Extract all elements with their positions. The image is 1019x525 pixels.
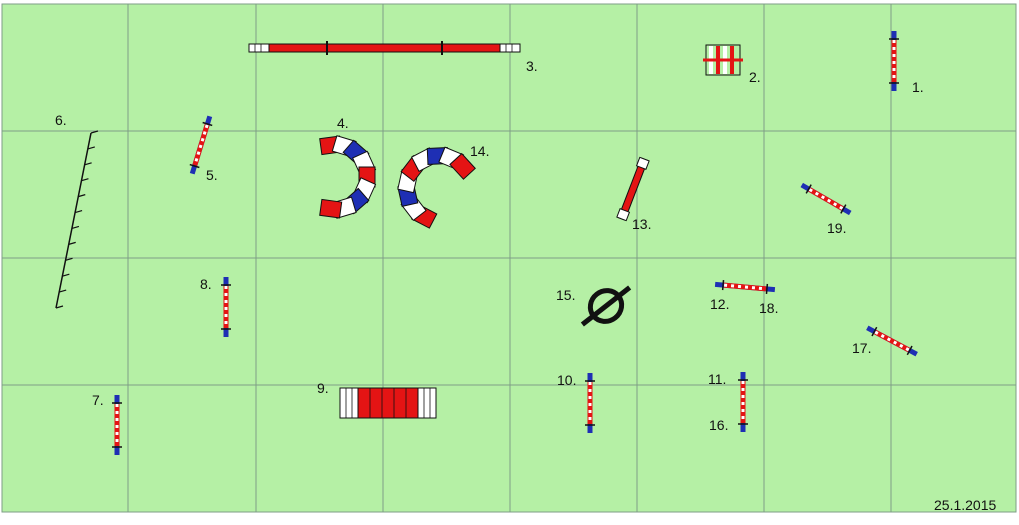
hurdle-shape bbox=[189, 115, 213, 175]
weave-pole bbox=[78, 194, 86, 198]
obstacle-2-hurdle bbox=[703, 44, 743, 76]
hurdle-shape bbox=[585, 373, 595, 433]
tunnel-segment bbox=[449, 152, 476, 180]
contact-zone bbox=[635, 156, 650, 170]
obstacle-7-hurdle bbox=[112, 395, 122, 455]
obstacle-17-hurdle bbox=[866, 325, 918, 357]
obstacle-3-dog-walk bbox=[248, 41, 521, 55]
hurdle-stand bbox=[805, 184, 812, 194]
hurdle-stand bbox=[840, 204, 847, 214]
label-3: 3. bbox=[526, 58, 538, 74]
hurdle-shape bbox=[112, 395, 122, 455]
label-11: 11. bbox=[708, 371, 726, 387]
hurdle-stand bbox=[871, 326, 878, 337]
contact-zone bbox=[248, 43, 270, 53]
label-5: 5. bbox=[206, 167, 218, 183]
tyre-shape bbox=[580, 285, 632, 327]
weave-pole bbox=[65, 257, 73, 261]
hurdle-shape bbox=[221, 277, 231, 337]
weave-pole bbox=[90, 130, 99, 134]
hurdle-shape bbox=[800, 182, 852, 216]
field-grid bbox=[2, 4, 1016, 512]
course-date: 25.1.2015 bbox=[934, 497, 996, 513]
label-16: 16. bbox=[709, 417, 728, 433]
dog-walk-plank bbox=[268, 43, 501, 53]
label-13: 13. bbox=[632, 216, 651, 232]
weave-pole bbox=[84, 162, 92, 166]
label-10: 10. bbox=[557, 372, 576, 388]
seesaw-shape bbox=[616, 156, 650, 222]
hurdle-shape bbox=[866, 325, 918, 357]
obstacle-12-18-hurdle bbox=[714, 280, 776, 294]
obstacle-13-seesaw bbox=[616, 156, 650, 222]
weave-pole bbox=[81, 178, 89, 182]
hurdle-stand bbox=[765, 283, 769, 294]
hurdle-stand bbox=[906, 345, 913, 356]
contact-zone bbox=[616, 208, 631, 222]
label-1: 1. bbox=[912, 79, 924, 95]
label-6: 6. bbox=[55, 112, 67, 128]
weave-pole bbox=[55, 305, 64, 309]
hurdle-shape bbox=[714, 280, 776, 294]
hurdle-shape bbox=[738, 372, 748, 432]
label-17: 17. bbox=[852, 340, 871, 356]
label-12: 12. bbox=[710, 296, 729, 312]
weave-pole bbox=[87, 146, 95, 150]
label-14: 14. bbox=[470, 143, 489, 159]
obstacle-11-16-hurdle bbox=[738, 372, 748, 432]
obstacle-5-hurdle bbox=[189, 115, 213, 175]
label-2: 2. bbox=[749, 69, 761, 85]
obstacle-14-tunnel bbox=[397, 146, 476, 229]
label-15: 15. bbox=[556, 287, 575, 303]
obstacle-4-tunnel bbox=[319, 135, 377, 219]
obstacle-19-hurdle bbox=[800, 182, 852, 216]
obstacle-15-tyre bbox=[580, 285, 632, 327]
contact-zone bbox=[499, 43, 521, 53]
hurdle-stand bbox=[189, 163, 200, 169]
hurdle-stand bbox=[721, 280, 725, 291]
label-19: 19. bbox=[827, 220, 846, 236]
obstacle-1-hurdle bbox=[889, 31, 899, 91]
obstacle-9-a-frame bbox=[339, 387, 437, 419]
hurdle-shape bbox=[889, 31, 899, 91]
label-9: 9. bbox=[317, 380, 329, 396]
label-18: 18. bbox=[759, 300, 778, 316]
label-7: 7. bbox=[92, 392, 104, 408]
hurdle-bar bbox=[808, 187, 844, 211]
weave-pole bbox=[74, 209, 83, 214]
contact-zone bbox=[339, 387, 359, 419]
weave-base bbox=[55, 132, 92, 309]
contact-zone bbox=[417, 387, 437, 419]
tyre-frame bbox=[580, 285, 632, 327]
hurdle-bar bbox=[874, 329, 910, 353]
hurdle-stand bbox=[202, 121, 213, 127]
weave-pole bbox=[59, 289, 67, 293]
weave-pole bbox=[68, 241, 76, 245]
a-frame-body bbox=[357, 387, 419, 419]
obstacle-6-weave-poles bbox=[55, 130, 99, 309]
obstacle-8-hurdle bbox=[221, 277, 231, 337]
obstacle-10-hurdle bbox=[585, 373, 595, 433]
label-8: 8. bbox=[200, 276, 212, 292]
weave-pole bbox=[71, 225, 80, 230]
label-4: 4. bbox=[337, 115, 349, 131]
tunnel-segment bbox=[319, 198, 343, 219]
weave-pole bbox=[62, 273, 70, 277]
